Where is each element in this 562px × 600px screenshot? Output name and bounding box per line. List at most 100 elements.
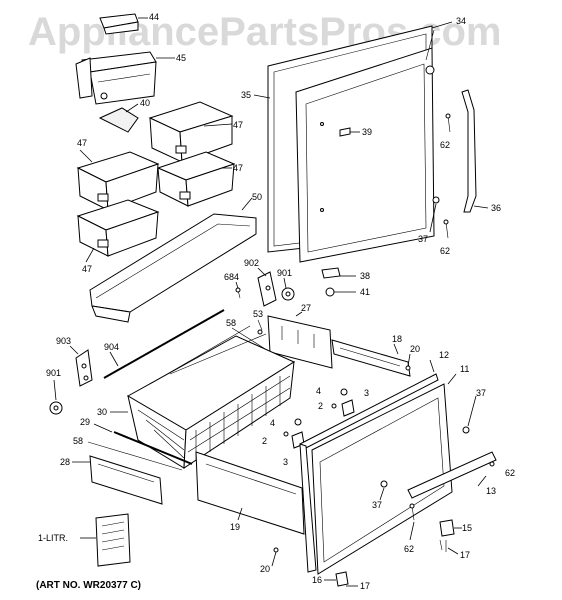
label-34: 34 <box>456 16 466 26</box>
stop-part-38 <box>321 267 341 279</box>
slide-part-19 <box>195 451 305 535</box>
label-50: 50 <box>252 192 262 202</box>
label-58-a: 58 <box>226 318 236 328</box>
label-27: 27 <box>301 303 311 313</box>
label-901-a: 901 <box>277 268 292 278</box>
screw-part-4-lower <box>294 418 302 426</box>
bracket-part-902 <box>257 271 277 307</box>
label-904: 904 <box>104 342 119 352</box>
screw-part-62-lower <box>443 219 449 239</box>
label-29: 29 <box>80 417 90 427</box>
hinge-part-34 <box>425 29 435 75</box>
screw-part-62-lower <box>409 503 415 521</box>
label-41: 41 <box>360 287 370 297</box>
label-37-c: 37 <box>372 500 382 510</box>
bin-part-47-upper-left <box>76 151 160 211</box>
label-3-b: 3 <box>283 457 288 467</box>
bin-part-45 <box>75 51 157 105</box>
label-40: 40 <box>140 98 150 108</box>
label-58-b: 58 <box>73 436 83 446</box>
label-47-a: 47 <box>233 120 243 130</box>
bin-part-47-lower-right <box>156 151 236 207</box>
label-30: 30 <box>97 407 107 417</box>
roller-part-901-upper <box>281 287 295 301</box>
label-11: 11 <box>460 364 469 374</box>
label-20-a: 20 <box>410 344 420 354</box>
slide-part-28 <box>89 455 163 505</box>
part-58-lower <box>87 441 183 471</box>
screw-part-4-upper <box>340 388 348 396</box>
screw-part-62-right <box>489 461 495 467</box>
label-1-litr: 1-LITR. <box>38 533 68 543</box>
rod-part-904 <box>103 309 225 379</box>
basket-part-30 <box>126 325 296 469</box>
label-901-b: 901 <box>46 368 61 378</box>
label-45: 45 <box>176 53 186 63</box>
door-shelf-part-50 <box>89 213 257 323</box>
bin-part-47-upper-right <box>148 101 234 163</box>
screw-part-37-upper <box>432 196 440 204</box>
manual-part-1-litr <box>95 513 131 567</box>
bin-part-47-lower-left <box>76 199 160 257</box>
label-20-b: 20 <box>260 564 270 574</box>
label-47-d: 47 <box>82 264 92 274</box>
screw-part-684 <box>235 287 241 299</box>
label-37-a: 37 <box>418 234 428 244</box>
label-36: 36 <box>491 203 501 213</box>
bin-part-44 <box>99 13 139 35</box>
label-38: 38 <box>360 271 370 281</box>
slide-part-18 <box>331 339 411 377</box>
label-903: 903 <box>56 336 71 346</box>
label-4-b: 4 <box>270 418 275 428</box>
rail-part-29 <box>113 431 193 465</box>
bracket-part-3-upper <box>341 399 355 417</box>
label-39: 39 <box>362 127 372 137</box>
label-13: 13 <box>486 486 496 496</box>
label-3-a: 3 <box>364 388 369 398</box>
screw-part-37-lower <box>380 480 388 488</box>
door-panel <box>295 47 435 263</box>
label-37-b: 37 <box>476 388 486 398</box>
label-62-a: 62 <box>440 140 450 150</box>
screw-part-20-upper <box>405 365 411 371</box>
label-17-b: 17 <box>360 581 370 591</box>
label-2-a: 2 <box>318 401 323 411</box>
label-4-a: 4 <box>316 386 321 396</box>
label-62-d: 62 <box>404 544 414 554</box>
rail-part-27 <box>267 315 333 369</box>
bracket-part-903 <box>75 349 93 387</box>
roller-part-901-lower <box>49 401 63 415</box>
screw-part-2-upper <box>331 403 337 409</box>
handle-part-13 <box>407 451 497 499</box>
label-35: 35 <box>241 90 251 100</box>
art-number-caption: (ART NO. WR20377 C) <box>36 580 142 591</box>
screw-part-20-lower <box>273 547 279 553</box>
label-684: 684 <box>224 272 239 282</box>
label-19: 19 <box>230 522 240 532</box>
label-44: 44 <box>149 12 159 22</box>
label-47-c: 47 <box>233 163 243 173</box>
label-2-b: 2 <box>262 436 267 446</box>
label-62-c: 62 <box>505 468 515 478</box>
label-15: 15 <box>462 523 472 533</box>
screw-part-62-upper <box>445 113 451 133</box>
label-47-b: 47 <box>77 138 87 148</box>
label-62-b: 62 <box>440 246 450 256</box>
label-16: 16 <box>312 575 322 585</box>
label-53: 53 <box>253 309 263 319</box>
screw-part-2-lower <box>283 431 289 437</box>
label-18: 18 <box>392 334 402 344</box>
screw-part-37-right <box>462 426 470 434</box>
part-53 <box>257 319 263 335</box>
door-gasket-part-12 <box>299 373 439 573</box>
part-15 <box>439 519 455 537</box>
label-12: 12 <box>439 350 449 360</box>
label-902: 902 <box>244 258 259 268</box>
drawer-door-part-11 <box>311 383 453 575</box>
clip-part-41 <box>325 287 335 297</box>
handle-part-36 <box>461 89 477 213</box>
label-17-a: 17 <box>460 550 470 560</box>
part-16 <box>335 571 349 587</box>
label-28: 28 <box>60 457 70 467</box>
